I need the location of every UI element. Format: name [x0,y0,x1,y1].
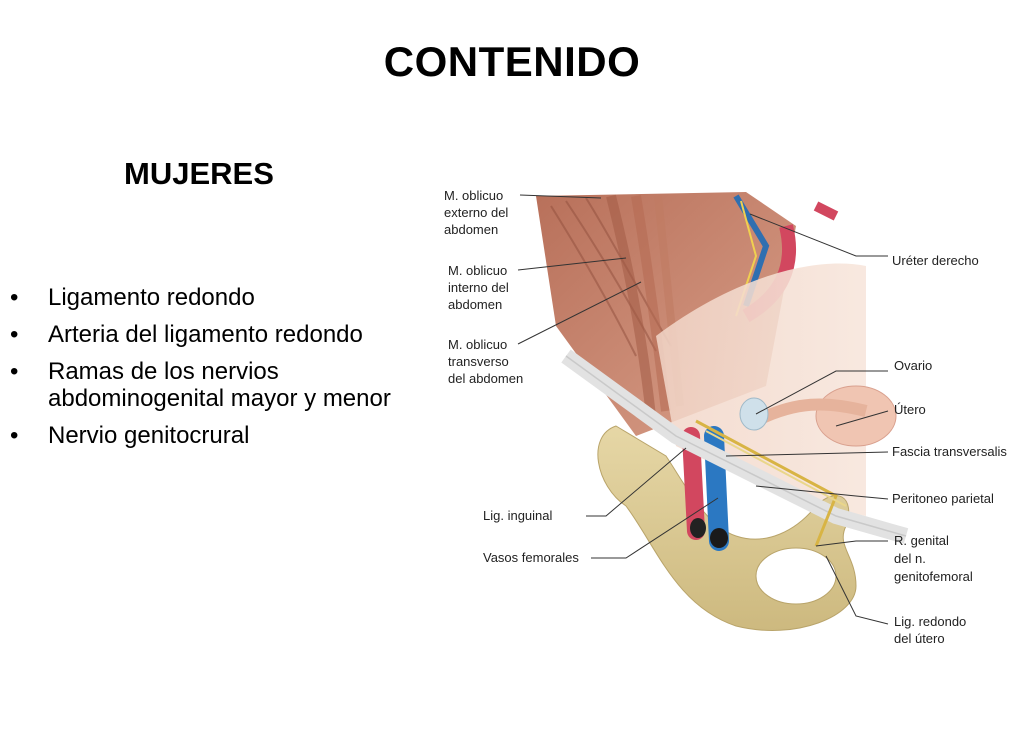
label-lig-inguinal: Lig. inguinal [483,508,552,523]
bullet-item: • Arteria del ligamento redondo [10,321,430,348]
bullet-text: Ramas de los nervios abdominogenital may… [48,358,391,412]
label-utero: Útero [894,402,926,417]
leader-lines [517,194,889,625]
label-vasos-femorales: Vasos femorales [483,550,579,565]
label-ureter: Uréter derecho [892,253,979,268]
bullet-item: • Ramas de los nervios abdominogenital ma… [10,358,430,412]
label-ovario: Ovario [894,358,932,373]
label-peritoneo: Peritoneo parietal [892,491,994,506]
label-oblicuo-interno: M. oblicuo interno del abdomen [448,263,512,312]
label-fascia: Fascia transversalis [892,444,1007,459]
slide-subtitle: MUJERES [124,156,274,191]
bullet-marker: • [10,358,19,385]
bullet-text: Nervio genitocrural [48,422,250,449]
slide-title: CONTENIDO [383,38,641,85]
uterus-ovary [739,385,897,447]
label-oblicuo-externo: M. oblicuo externo del abdomen [444,188,512,237]
anatomy-illustration: M. oblicuo externo del abdomen M. oblicu… [444,188,1007,646]
bullet-list: • Ligamento redondo • Arteria del ligament… [10,284,430,459]
label-rama-genital: R. genital del n. genitofemoral [894,533,973,584]
bullet-item: • Nervio genitocrural [10,422,430,449]
bullet-marker: • [10,321,19,348]
bullet-text: Arteria del ligamento redondo [48,321,363,348]
inguinal-ligament [561,349,909,547]
bullet-text: Ligamento redondo [48,284,255,311]
bullet-marker: • [10,422,19,449]
label-oblicuo-transverso: M. oblicuo transverso del abdomen [448,337,523,386]
bullet-item: • Ligamento redondo [10,284,430,311]
label-lig-redondo: Lig. redondo del útero [894,614,970,646]
bullet-marker: • [10,284,19,311]
obturator-foramen [755,547,837,605]
